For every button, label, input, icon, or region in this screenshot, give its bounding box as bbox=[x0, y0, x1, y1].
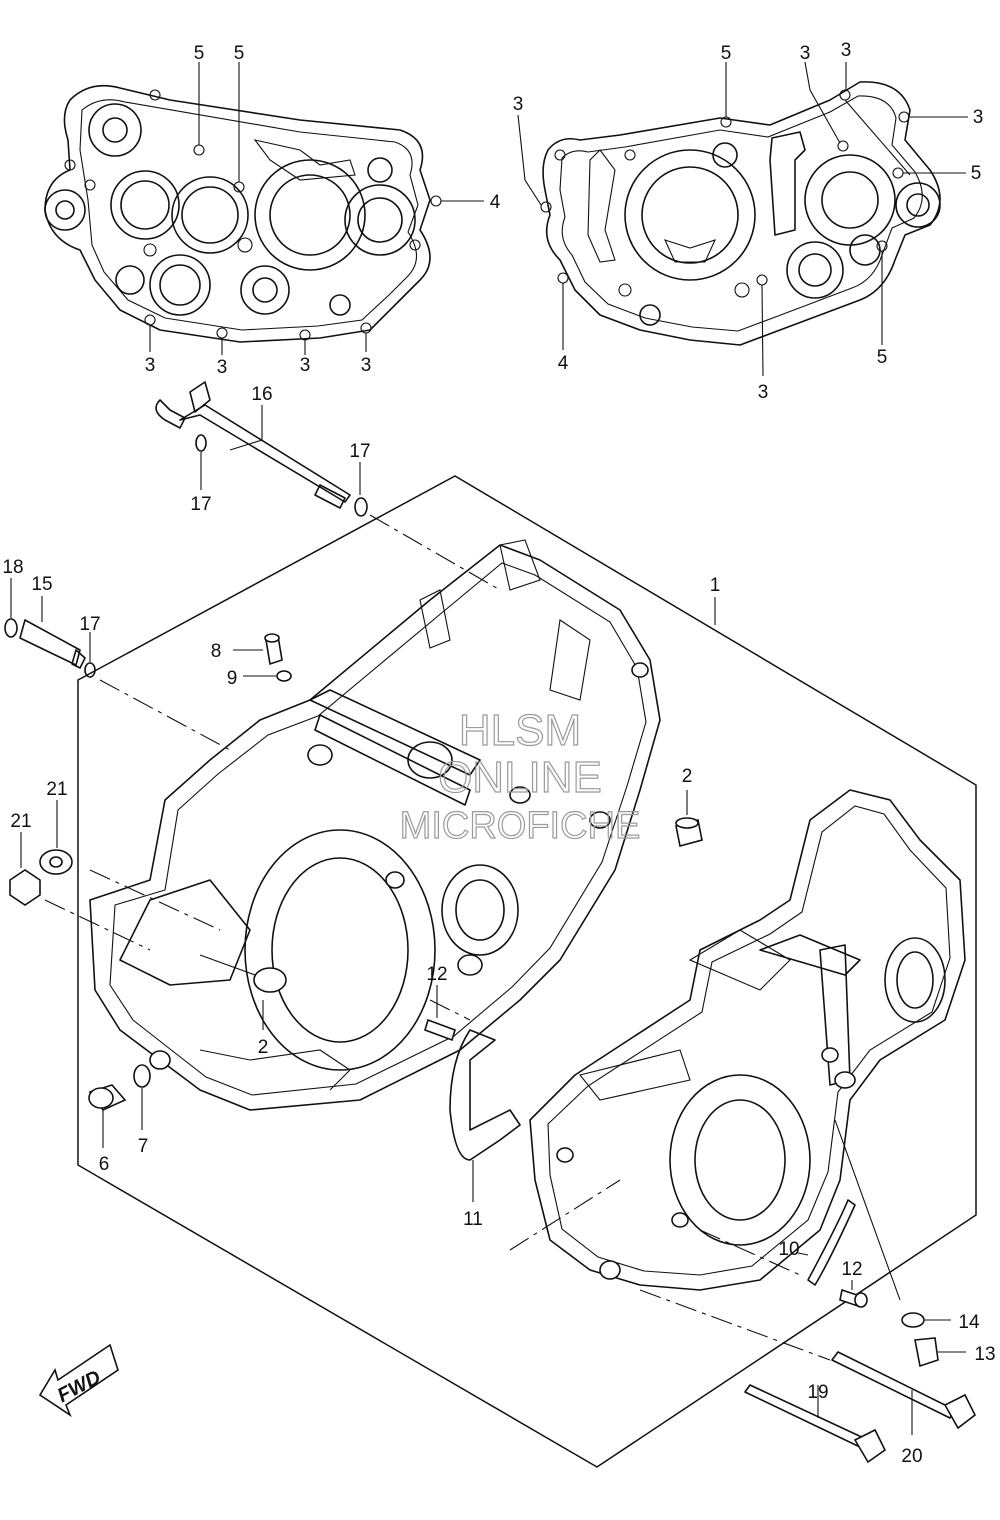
callout-label: 12 bbox=[426, 964, 447, 985]
callout-label: 3 bbox=[361, 355, 372, 376]
assembly-guide-lines bbox=[44, 514, 831, 1361]
callout-label: 8 bbox=[211, 641, 222, 662]
callout-label: 18 bbox=[2, 557, 23, 578]
callout-label: 17 bbox=[79, 614, 100, 635]
watermark: HLSM ONLINE MICROFICHE bbox=[399, 705, 641, 847]
callout-label: 2 bbox=[258, 1037, 269, 1058]
callout-labels: 5 5 4 3 3 3 3 5 3 3 3 3 5 4 3 5 16 17 17… bbox=[2, 40, 995, 1467]
callout-label: 19 bbox=[807, 1382, 828, 1403]
callout-label: 3 bbox=[841, 40, 852, 61]
callout-label: 5 bbox=[721, 43, 732, 64]
small-parts bbox=[9, 633, 977, 1464]
callout-label: 11 bbox=[463, 1209, 483, 1230]
assembly-frame bbox=[77, 475, 977, 1468]
callout-label: 12 bbox=[841, 1259, 862, 1280]
callout-label: 3 bbox=[758, 382, 769, 403]
watermark-line-2: ONLINE bbox=[438, 753, 602, 802]
callout-label: 17 bbox=[349, 441, 370, 462]
right-crankcase-gasket-face bbox=[540, 81, 941, 346]
callout-label: 3 bbox=[145, 355, 156, 376]
callout-label: 6 bbox=[99, 1154, 110, 1175]
forward-direction-arrow: FWD bbox=[38, 1343, 119, 1418]
callout-label: 9 bbox=[227, 668, 238, 689]
callout-label: 5 bbox=[234, 43, 245, 64]
callout-label: 21 bbox=[46, 779, 67, 800]
callout-label: 2 bbox=[682, 766, 693, 787]
top-leader-lines bbox=[149, 61, 968, 377]
callout-label: 3 bbox=[800, 43, 811, 64]
watermark-line-3: MICROFICHE bbox=[400, 805, 641, 847]
callout-label: 5 bbox=[194, 43, 205, 64]
callout-label: 14 bbox=[958, 1312, 980, 1333]
oil-pipe-assembly bbox=[155, 381, 368, 517]
callout-label: 1 bbox=[710, 575, 721, 596]
callout-label: 13 bbox=[974, 1344, 995, 1365]
callout-label: 7 bbox=[138, 1136, 149, 1157]
left-crankcase-gasket-face bbox=[44, 84, 442, 343]
callout-label: 3 bbox=[513, 94, 524, 115]
callout-label: 20 bbox=[901, 1446, 922, 1467]
callout-label: 3 bbox=[973, 107, 984, 128]
left-crankcase-half bbox=[89, 539, 661, 1111]
callout-label: 15 bbox=[31, 574, 52, 595]
callout-label: 5 bbox=[971, 163, 982, 184]
oil-jet-assembly bbox=[4, 578, 96, 678]
callout-label: 21 bbox=[10, 811, 31, 832]
callout-label: 3 bbox=[300, 355, 311, 376]
callout-label: 16 bbox=[251, 384, 272, 405]
right-crankcase-half bbox=[529, 789, 966, 1291]
callout-label: 3 bbox=[217, 357, 228, 378]
watermark-line-1: HLSM bbox=[459, 706, 581, 755]
callout-label: 17 bbox=[190, 494, 211, 515]
callout-label: 5 bbox=[877, 347, 888, 368]
callout-label: 4 bbox=[490, 192, 501, 213]
callout-label: 10 bbox=[778, 1239, 799, 1260]
callout-label: 4 bbox=[558, 353, 569, 374]
